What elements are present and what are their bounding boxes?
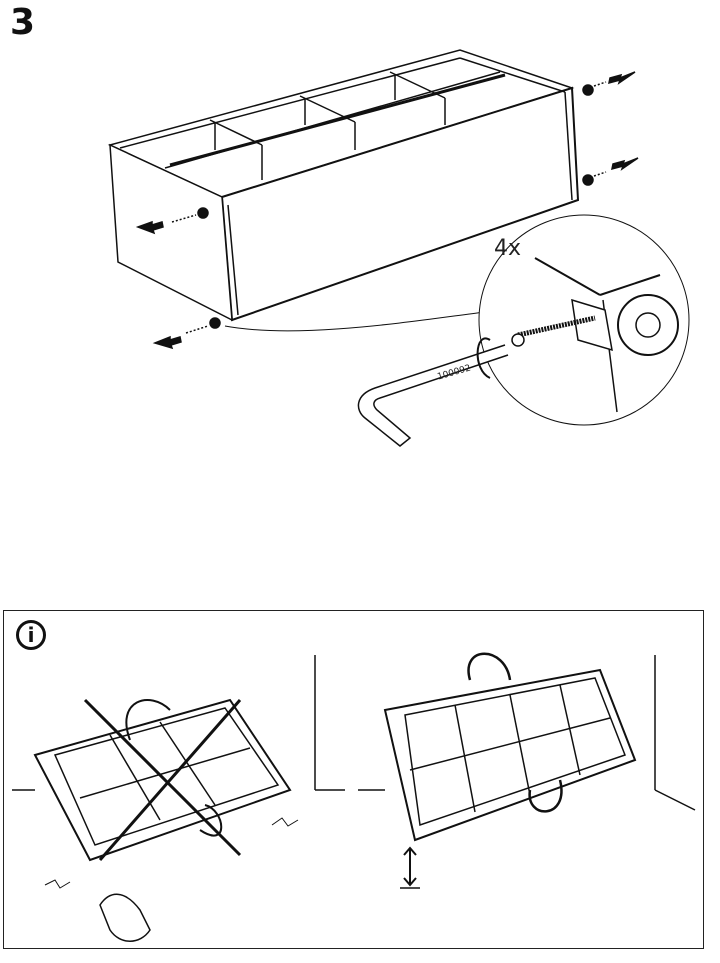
info-icon: i bbox=[16, 620, 46, 650]
arrow-icon bbox=[135, 220, 164, 235]
arrow-icon bbox=[611, 157, 639, 171]
shelf-unit bbox=[107, 49, 580, 322]
quantity-label: 4x bbox=[494, 236, 522, 261]
rotate-arrow-icon bbox=[528, 779, 563, 813]
correct-method-illustration bbox=[358, 652, 696, 889]
arrow-icon bbox=[152, 335, 182, 350]
rotate-arrow-icon bbox=[125, 699, 171, 741]
step-number: 3 bbox=[10, 2, 36, 43]
screw-icon bbox=[582, 174, 594, 186]
rotate-arrow-icon bbox=[476, 337, 491, 379]
arrow-icon bbox=[608, 71, 636, 85]
screw-icon bbox=[197, 207, 209, 219]
screw-arrows bbox=[135, 71, 639, 350]
screw-icon bbox=[582, 84, 594, 96]
detail-circle bbox=[478, 214, 690, 426]
cross-out-icon bbox=[83, 698, 242, 857]
rotate-arrow-icon bbox=[467, 652, 512, 681]
screw-icon bbox=[209, 317, 221, 329]
hand-icon bbox=[99, 893, 151, 942]
wrong-method-illustration bbox=[12, 655, 345, 942]
allen-key-icon bbox=[357, 337, 509, 447]
info-box bbox=[3, 610, 704, 949]
rotate-arrow-icon bbox=[199, 804, 223, 837]
